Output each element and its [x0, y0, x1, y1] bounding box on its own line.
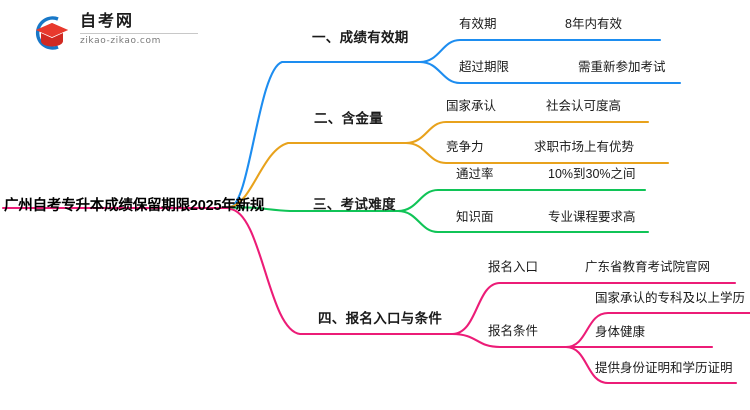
subnode-4-1[interactable]: 报名入口 [488, 260, 539, 274]
subnode-4-2[interactable]: 报名条件 [488, 324, 539, 338]
branch-node-3[interactable]: 三、考试难度 [313, 197, 396, 212]
branch-node-4[interactable]: 四、报名入口与条件 [318, 311, 443, 326]
leaf-1-2-1[interactable]: 需重新参加考试 [578, 60, 666, 74]
leaf-2-1-1[interactable]: 社会认可度高 [546, 99, 622, 113]
subnode-3-1[interactable]: 通过率 [456, 167, 494, 181]
leaf-4-2-2[interactable]: 身体健康 [595, 325, 646, 339]
leaf-3-2-1[interactable]: 专业课程要求高 [548, 210, 636, 224]
leaf-4-2-3[interactable]: 提供身份证明和学历证明 [595, 361, 733, 375]
branch-node-1[interactable]: 一、成绩有效期 [312, 30, 409, 45]
subnode-3-2[interactable]: 知识面 [456, 210, 494, 224]
logo-tagline: zikao-zikao.com [80, 36, 161, 46]
leaf-1-1-1[interactable]: 8年内有效 [565, 17, 622, 31]
graduation-cap-icon [35, 16, 68, 50]
subnode-2-2[interactable]: 竞争力 [446, 140, 484, 154]
leaf-3-1-1[interactable]: 10%到30%之间 [548, 167, 636, 181]
logo-name: 自考网 [80, 13, 135, 30]
root-node-title[interactable]: 广州自考专升本成绩保留期限2025年新规 [4, 198, 265, 214]
leaf-4-1-1[interactable]: 广东省教育考试院官网 [585, 260, 711, 274]
leaf-4-2-1[interactable]: 国家承认的专科及以上学历 [595, 291, 746, 305]
subnode-1-2[interactable]: 超过期限 [459, 60, 510, 74]
branch-node-2[interactable]: 二、含金量 [314, 111, 383, 126]
leaf-2-2-1[interactable]: 求职市场上有优势 [534, 140, 635, 154]
site-logo: 自考网 zikao-zikao.com [28, 10, 208, 56]
logo-divider [80, 33, 198, 34]
logo-text-block: 自考网 zikao-zikao.com [80, 12, 205, 46]
subnode-2-1[interactable]: 国家承认 [446, 99, 497, 113]
subnode-1-1[interactable]: 有效期 [459, 17, 497, 31]
